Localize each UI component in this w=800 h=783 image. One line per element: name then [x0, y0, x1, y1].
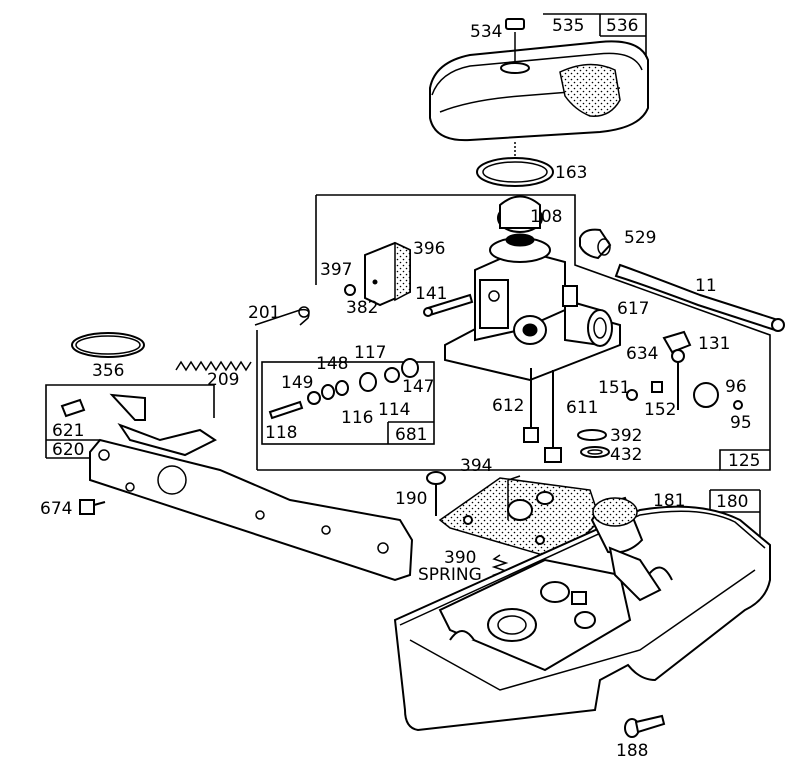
- gasket-163: [476, 142, 554, 187]
- label-spring: SPRING: [418, 565, 482, 585]
- label-114: 114: [378, 400, 410, 420]
- choke-397-396: [344, 241, 411, 307]
- label-390: 390: [444, 548, 476, 568]
- label-209: 209: [207, 370, 239, 390]
- screws-612-611: [523, 368, 562, 463]
- label-396: 396: [413, 239, 445, 259]
- fuel-tank-180: [393, 505, 771, 732]
- label-181: 181: [653, 491, 685, 511]
- label-617: 617: [617, 299, 649, 319]
- label-118: 118: [265, 423, 297, 443]
- throttle-shaft-141: [423, 293, 474, 317]
- throttle-lever-parts: [626, 330, 743, 410]
- label-201: 201: [248, 303, 280, 323]
- label-148: 148: [316, 354, 348, 374]
- label-674: 674: [40, 499, 72, 519]
- label-681: 681: [395, 425, 427, 445]
- label-612: 612: [492, 396, 524, 416]
- spring-209: [175, 360, 252, 372]
- label-620: 620: [52, 440, 84, 460]
- label-394: 394: [460, 456, 492, 476]
- label-529: 529: [624, 228, 656, 248]
- label-117: 117: [354, 343, 386, 363]
- needle-valve-kit-681: [261, 358, 435, 445]
- label-131: 131: [698, 334, 730, 354]
- label-621: 621: [52, 421, 84, 441]
- link-201: [254, 306, 310, 326]
- fuel-pickup-181: [590, 496, 662, 602]
- label-432: 432: [610, 445, 642, 465]
- ring-356: [71, 332, 145, 358]
- fuel-tube-11: [614, 263, 785, 332]
- label-147: 147: [402, 377, 434, 397]
- label-152: 152: [644, 400, 676, 420]
- screw-190: [426, 471, 446, 516]
- washers-392-432: [577, 429, 610, 458]
- gasket-394: [438, 475, 601, 561]
- label-box-536: [543, 13, 647, 57]
- label-356: 356: [92, 361, 124, 381]
- carburetor-group-bracket: [256, 194, 771, 471]
- label-96: 96: [725, 377, 747, 397]
- label-151: 151: [598, 378, 630, 398]
- label-536: 536: [606, 16, 638, 36]
- air-cleaner-cover: [429, 18, 649, 142]
- label-392: 392: [610, 426, 642, 446]
- label-188: 188: [616, 741, 648, 761]
- screw-188: [624, 714, 666, 738]
- label-397: 397: [320, 260, 352, 280]
- label-141: 141: [415, 284, 447, 304]
- carburetor-body: [444, 195, 621, 382]
- label-190: 190: [395, 489, 427, 509]
- label-634: 634: [626, 344, 658, 364]
- label-149: 149: [281, 373, 313, 393]
- label-95: 95: [730, 413, 752, 433]
- label-535: 535: [552, 16, 584, 36]
- label-11: 11: [695, 276, 717, 296]
- label-180: 180: [716, 492, 748, 512]
- control-bracket-620: [60, 393, 414, 582]
- label-534: 534: [470, 22, 502, 42]
- label-108: 108: [530, 207, 562, 227]
- label-116: 116: [341, 408, 373, 428]
- label-382: 382: [346, 298, 378, 318]
- elbow-529: [579, 228, 612, 260]
- label-125: 125: [728, 451, 760, 471]
- label-611: 611: [566, 398, 598, 418]
- screw-674: [79, 499, 106, 515]
- label-163: 163: [555, 163, 587, 183]
